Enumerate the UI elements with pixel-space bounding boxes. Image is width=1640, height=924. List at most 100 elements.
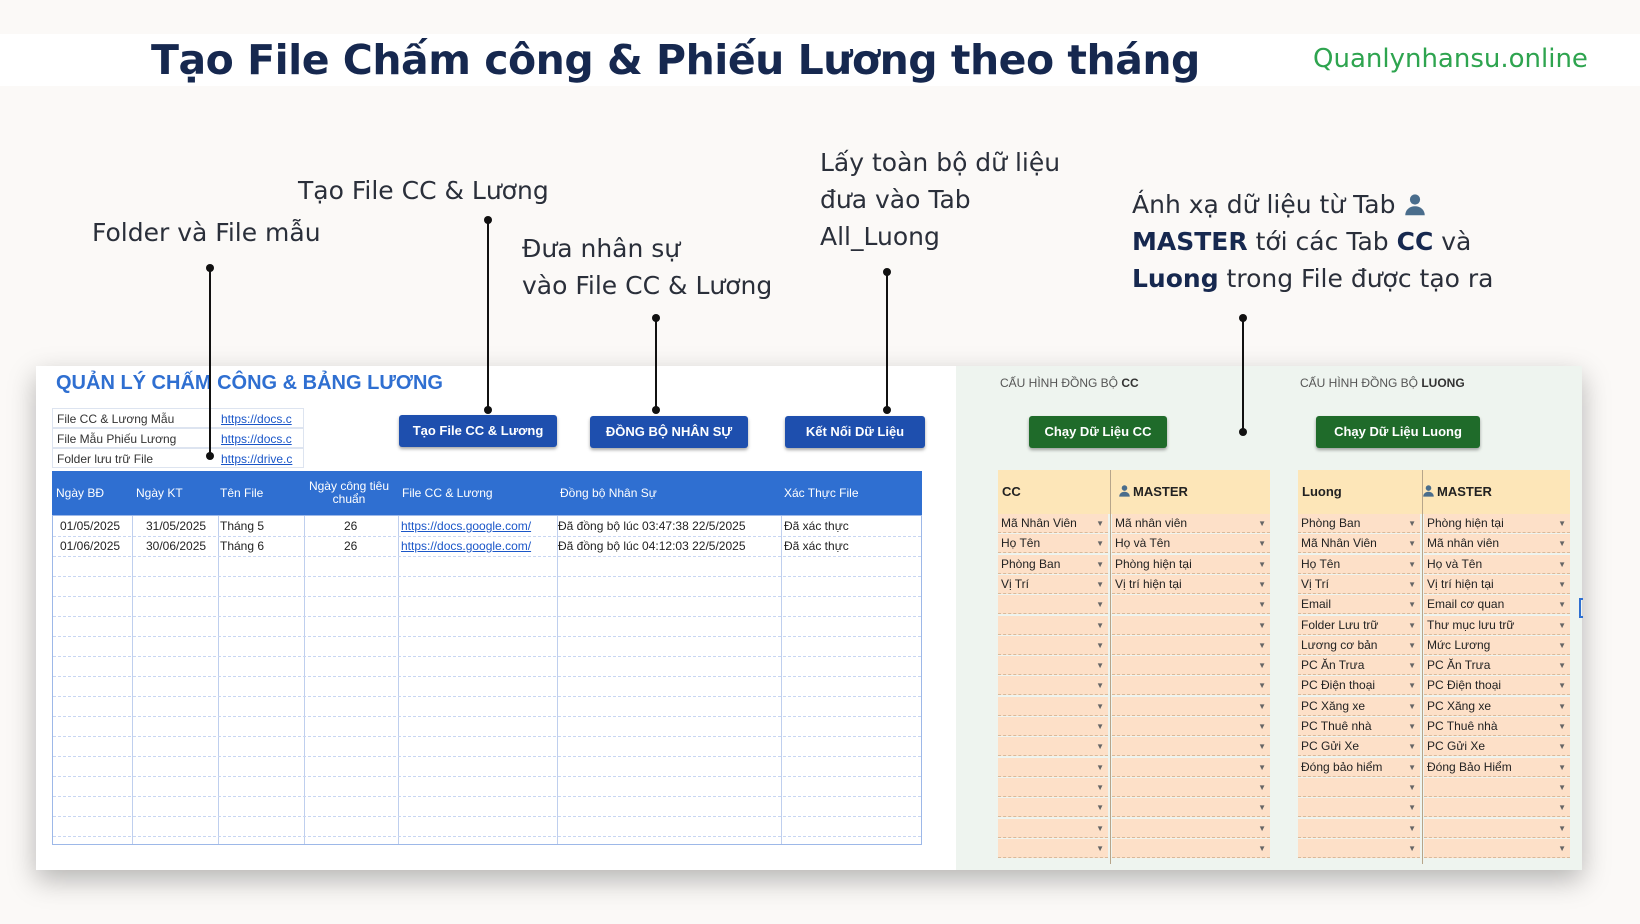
master-field-select[interactable]: ▼ — [1112, 676, 1270, 696]
dropdown-arrow-icon[interactable]: ▼ — [1258, 762, 1266, 772]
luong-field-select[interactable]: ▼ — [1298, 838, 1420, 858]
dropdown-arrow-icon[interactable]: ▼ — [1558, 640, 1566, 650]
master-field-select[interactable]: PC Ăn Trưa▼ — [1424, 656, 1570, 676]
dropdown-arrow-icon[interactable]: ▼ — [1558, 681, 1566, 691]
dropdown-arrow-icon[interactable]: ▼ — [1558, 701, 1566, 711]
master-field-select[interactable]: ▼ — [1424, 798, 1570, 818]
dropdown-arrow-icon[interactable]: ▼ — [1096, 762, 1104, 772]
luong-field-select[interactable]: Đóng bảo hiểm▼ — [1298, 757, 1420, 777]
connect-data-button[interactable]: Kết Nối Dữ Liệu — [785, 416, 925, 448]
create-file-button[interactable]: Tạo File CC & Lương — [399, 415, 557, 447]
dropdown-arrow-icon[interactable]: ▼ — [1408, 600, 1416, 610]
master-field-select[interactable]: Đóng Bảo Hiểm▼ — [1424, 757, 1570, 777]
cc-field-select[interactable]: ▼ — [998, 717, 1108, 736]
luong-field-select[interactable]: Mã Nhân Viên▼ — [1298, 534, 1420, 554]
table-cell[interactable]: 30/06/2025 — [146, 539, 207, 553]
dropdown-arrow-icon[interactable]: ▼ — [1558, 782, 1566, 792]
master-field-select[interactable]: ▼ — [1112, 635, 1270, 655]
dropdown-arrow-icon[interactable]: ▼ — [1558, 803, 1566, 813]
dropdown-arrow-icon[interactable]: ▼ — [1408, 722, 1416, 731]
dropdown-arrow-icon[interactable]: ▼ — [1558, 579, 1566, 589]
cc-field-select[interactable]: ▼ — [998, 737, 1108, 757]
dropdown-arrow-icon[interactable]: ▼ — [1096, 559, 1104, 569]
dropdown-arrow-icon[interactable]: ▼ — [1408, 701, 1416, 711]
dropdown-arrow-icon[interactable]: ▼ — [1096, 519, 1104, 528]
dropdown-arrow-icon[interactable]: ▼ — [1096, 600, 1104, 610]
cc-field-select[interactable]: ▼ — [998, 635, 1108, 655]
dropdown-arrow-icon[interactable]: ▼ — [1258, 661, 1266, 671]
master-field-select[interactable]: ▼ — [1112, 798, 1270, 818]
master-field-select[interactable]: ▼ — [1112, 737, 1270, 757]
luong-field-select[interactable]: Họ Tên▼ — [1298, 554, 1420, 574]
dropdown-arrow-icon[interactable]: ▼ — [1558, 600, 1566, 610]
table-cell[interactable]: 01/05/2025 — [60, 519, 121, 533]
dropdown-arrow-icon[interactable]: ▼ — [1408, 762, 1416, 772]
dropdown-arrow-icon[interactable]: ▼ — [1096, 620, 1104, 630]
dropdown-arrow-icon[interactable]: ▼ — [1258, 640, 1266, 650]
master-field-select[interactable]: ▼ — [1112, 838, 1270, 858]
cc-field-select[interactable]: ▼ — [998, 777, 1108, 797]
cc-field-select[interactable]: Phòng Ban▼ — [998, 554, 1108, 574]
luong-field-select[interactable]: PC Điện thoại▼ — [1298, 676, 1420, 696]
dropdown-arrow-icon[interactable]: ▼ — [1408, 519, 1416, 528]
dropdown-arrow-icon[interactable]: ▼ — [1096, 742, 1104, 752]
config-link[interactable]: https://docs.c — [221, 432, 292, 446]
luong-field-select[interactable]: ▼ — [1298, 777, 1420, 797]
table-cell[interactable]: Tháng 5 — [220, 519, 265, 533]
table-cell[interactable]: 31/05/2025 — [146, 519, 207, 533]
master-field-select[interactable]: ▼ — [1112, 757, 1270, 777]
cc-field-select[interactable]: Họ Tên▼ — [998, 534, 1108, 554]
dropdown-arrow-icon[interactable]: ▼ — [1096, 843, 1104, 853]
luong-field-select[interactable]: Phòng Ban▼ — [1298, 514, 1420, 533]
dropdown-arrow-icon[interactable]: ▼ — [1408, 742, 1416, 752]
run-cc-data-button[interactable]: Chạy Dữ Liệu CC — [1029, 416, 1167, 448]
master-field-select[interactable]: ▼ — [1112, 696, 1270, 716]
master-field-select[interactable]: Phòng hiện tại▼ — [1424, 514, 1570, 533]
master-field-select[interactable]: PC Điện thoại▼ — [1424, 676, 1570, 696]
master-field-select[interactable]: Họ và Tên▼ — [1424, 554, 1570, 574]
dropdown-arrow-icon[interactable]: ▼ — [1408, 681, 1416, 691]
dropdown-arrow-icon[interactable]: ▼ — [1258, 681, 1266, 691]
dropdown-arrow-icon[interactable]: ▼ — [1408, 579, 1416, 589]
master-field-select[interactable]: ▼ — [1112, 615, 1270, 635]
dropdown-arrow-icon[interactable]: ▼ — [1558, 843, 1566, 853]
cc-field-select[interactable]: ▼ — [998, 676, 1108, 696]
master-field-select[interactable]: PC Xăng xe▼ — [1424, 696, 1570, 716]
dropdown-arrow-icon[interactable]: ▼ — [1558, 519, 1566, 528]
master-field-select[interactable]: ▼ — [1112, 656, 1270, 676]
config-link[interactable]: https://drive.c — [221, 452, 293, 466]
dropdown-arrow-icon[interactable]: ▼ — [1258, 539, 1266, 549]
master-field-select[interactable]: ▼ — [1112, 777, 1270, 797]
table-cell[interactable]: Đã đồng bộ lúc 04:12:03 22/5/2025 — [558, 539, 746, 553]
dropdown-arrow-icon[interactable]: ▼ — [1258, 803, 1266, 813]
cc-field-select[interactable]: ▼ — [998, 656, 1108, 676]
master-field-select[interactable]: Phòng hiện tại▼ — [1112, 554, 1270, 574]
dropdown-arrow-icon[interactable]: ▼ — [1258, 843, 1266, 853]
master-field-select[interactable]: ▼ — [1112, 595, 1270, 615]
dropdown-arrow-icon[interactable]: ▼ — [1258, 600, 1266, 610]
sync-staff-button[interactable]: ĐỒNG BỘ NHÂN SỰ — [590, 416, 748, 448]
dropdown-arrow-icon[interactable]: ▼ — [1408, 823, 1416, 833]
cc-field-select[interactable]: ▼ — [998, 757, 1108, 777]
cc-field-select[interactable]: ▼ — [998, 818, 1108, 838]
table-cell[interactable]: Đã xác thực — [784, 519, 849, 533]
table-cell[interactable]: 01/06/2025 — [60, 539, 121, 553]
table-cell[interactable]: Đã xác thực — [784, 539, 849, 553]
cc-field-select[interactable]: ▼ — [998, 615, 1108, 635]
master-field-select[interactable]: Vị trí hiện tại▼ — [1424, 574, 1570, 594]
dropdown-arrow-icon[interactable]: ▼ — [1408, 620, 1416, 630]
dropdown-arrow-icon[interactable]: ▼ — [1558, 559, 1566, 569]
master-field-select[interactable]: Vị trí hiện tại▼ — [1112, 574, 1270, 594]
master-field-select[interactable]: PC Thuê nhà▼ — [1424, 717, 1570, 736]
dropdown-arrow-icon[interactable]: ▼ — [1558, 661, 1566, 671]
dropdown-arrow-icon[interactable]: ▼ — [1558, 722, 1566, 731]
table-cell[interactable]: 26 — [344, 539, 358, 553]
dropdown-arrow-icon[interactable]: ▼ — [1258, 519, 1266, 528]
dropdown-arrow-icon[interactable]: ▼ — [1558, 620, 1566, 630]
dropdown-arrow-icon[interactable]: ▼ — [1096, 539, 1104, 549]
dropdown-arrow-icon[interactable]: ▼ — [1408, 803, 1416, 813]
table-cell[interactable]: Tháng 6 — [220, 539, 265, 553]
master-field-select[interactable]: ▼ — [1424, 818, 1570, 838]
table-cell[interactable]: Đã đồng bộ lúc 03:47:38 22/5/2025 — [558, 519, 746, 533]
dropdown-arrow-icon[interactable]: ▼ — [1258, 742, 1266, 752]
